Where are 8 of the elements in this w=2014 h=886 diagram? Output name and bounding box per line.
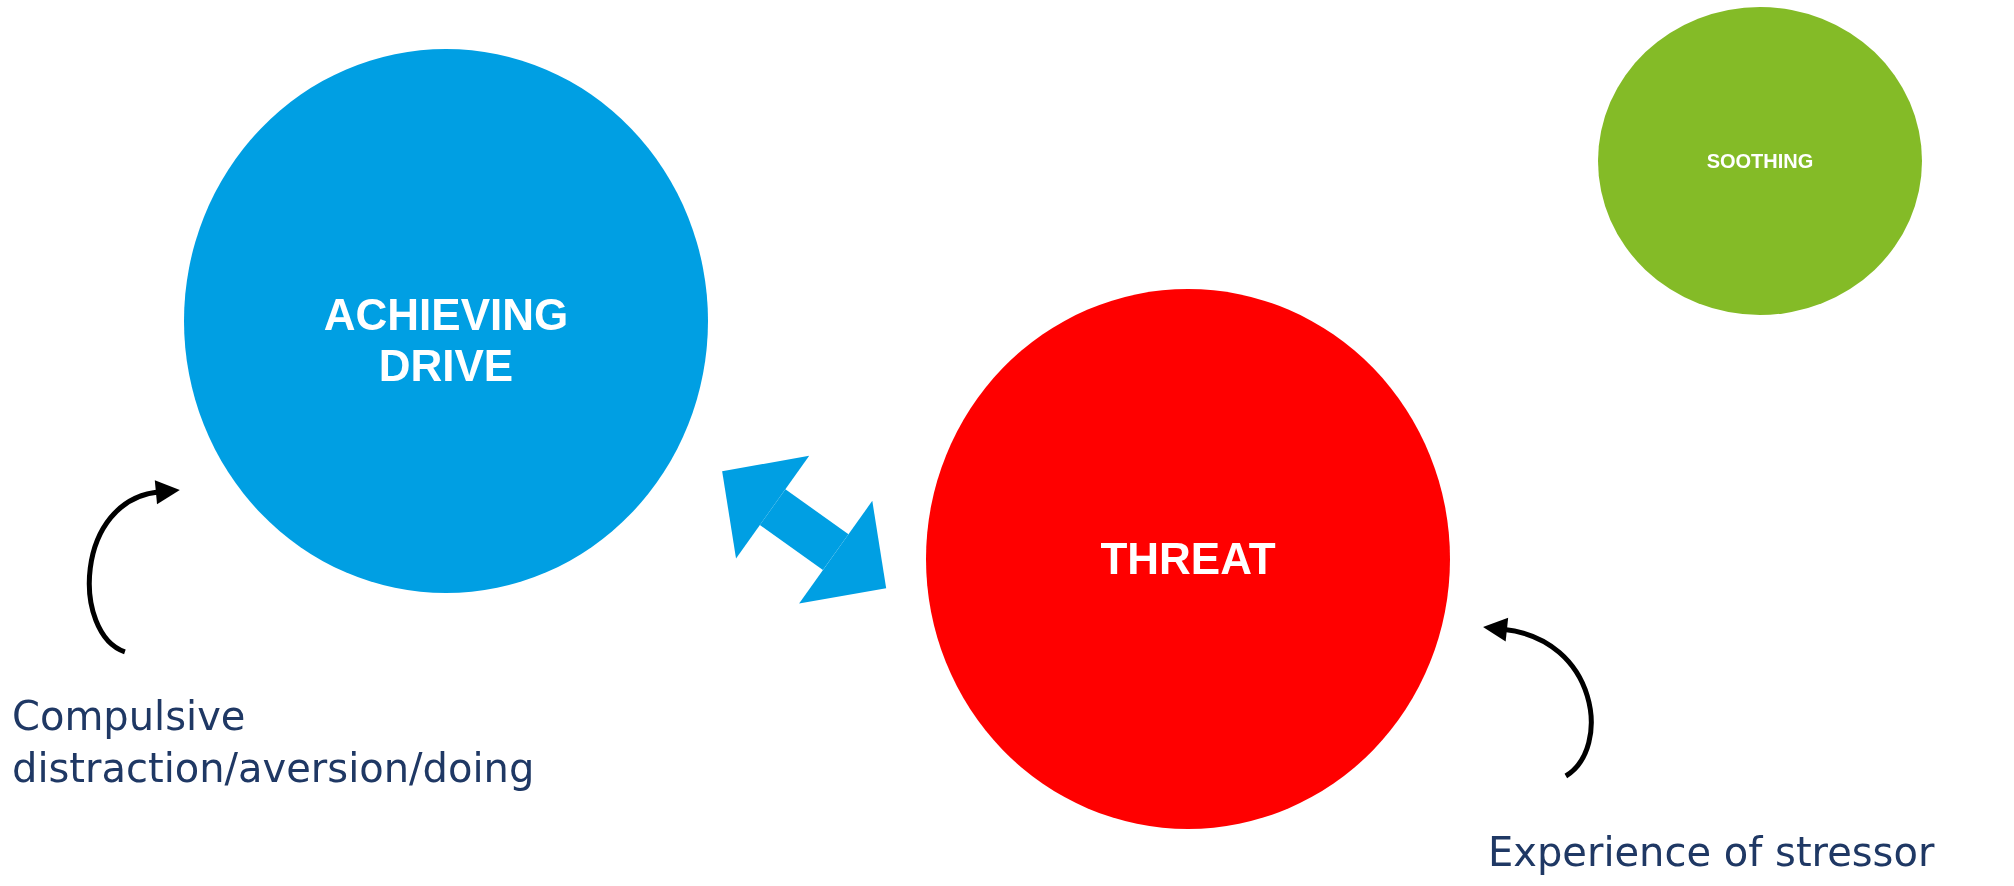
caption-text: Experience of stressor — [1488, 828, 1935, 877]
double-arrow — [722, 455, 887, 604]
curved-arrow — [86, 481, 180, 655]
node-label: SOOTHING — [1706, 149, 1814, 173]
node-label: ACHIEVING DRIVE — [322, 290, 570, 392]
curved-arrow — [1483, 618, 1594, 778]
node-label: THREAT — [1100, 533, 1276, 585]
caption-text: Compulsive distraction/aversion/doing — [12, 692, 536, 793]
